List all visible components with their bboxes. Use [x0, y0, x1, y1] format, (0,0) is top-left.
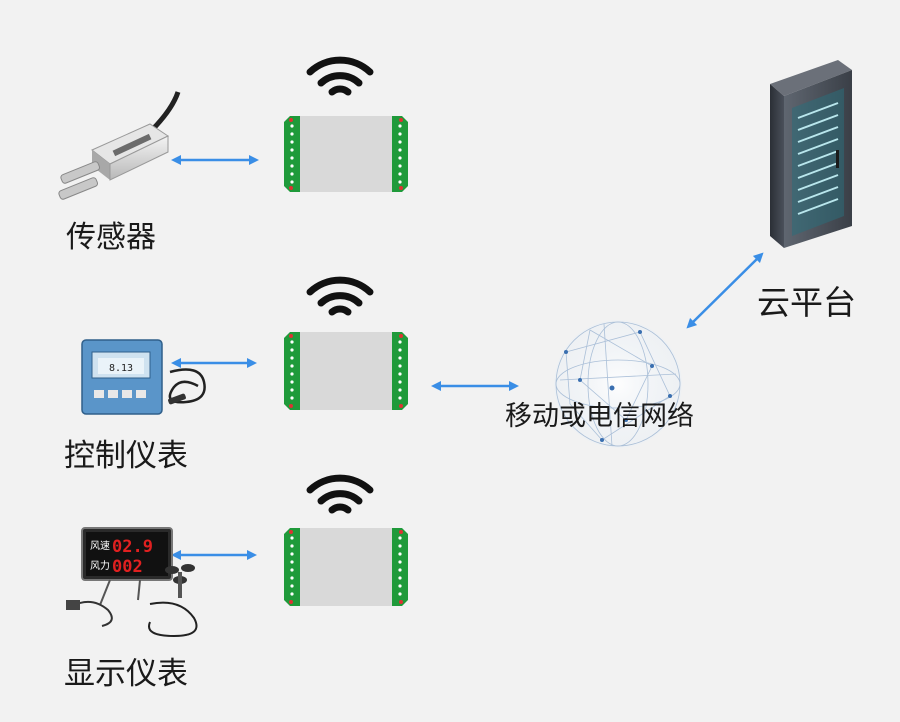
arrow-network-cloud [686, 252, 764, 329]
control-meter-reading: 8.13 [109, 363, 133, 374]
wifi-icon [306, 276, 374, 316]
wireless-module [284, 332, 408, 410]
pressure-sensor-image [58, 91, 181, 200]
wireless-module [284, 116, 408, 192]
wifi-icon [306, 474, 374, 514]
display-row2-name: 风力 [90, 559, 110, 572]
network-globe-icon [554, 320, 682, 448]
display-row1-value: 02.9 [112, 537, 153, 557]
wireless-module [284, 528, 408, 606]
sensor-label: 传感器 [66, 220, 156, 255]
server-cabinet-icon [770, 60, 852, 248]
display-row2-value: 002 [112, 557, 143, 577]
display-row1-name: 风速 [90, 540, 110, 552]
display-meter-label: 显示仪表 [64, 656, 188, 692]
display-meter-image [66, 527, 198, 638]
cloud-platform-label: 云平台 [757, 283, 856, 322]
control-meter-image [81, 339, 206, 415]
network-label: 移动或电信网络 [505, 401, 694, 432]
control-meter-label: 控制仪表 [64, 438, 188, 474]
wifi-icon [306, 56, 374, 96]
